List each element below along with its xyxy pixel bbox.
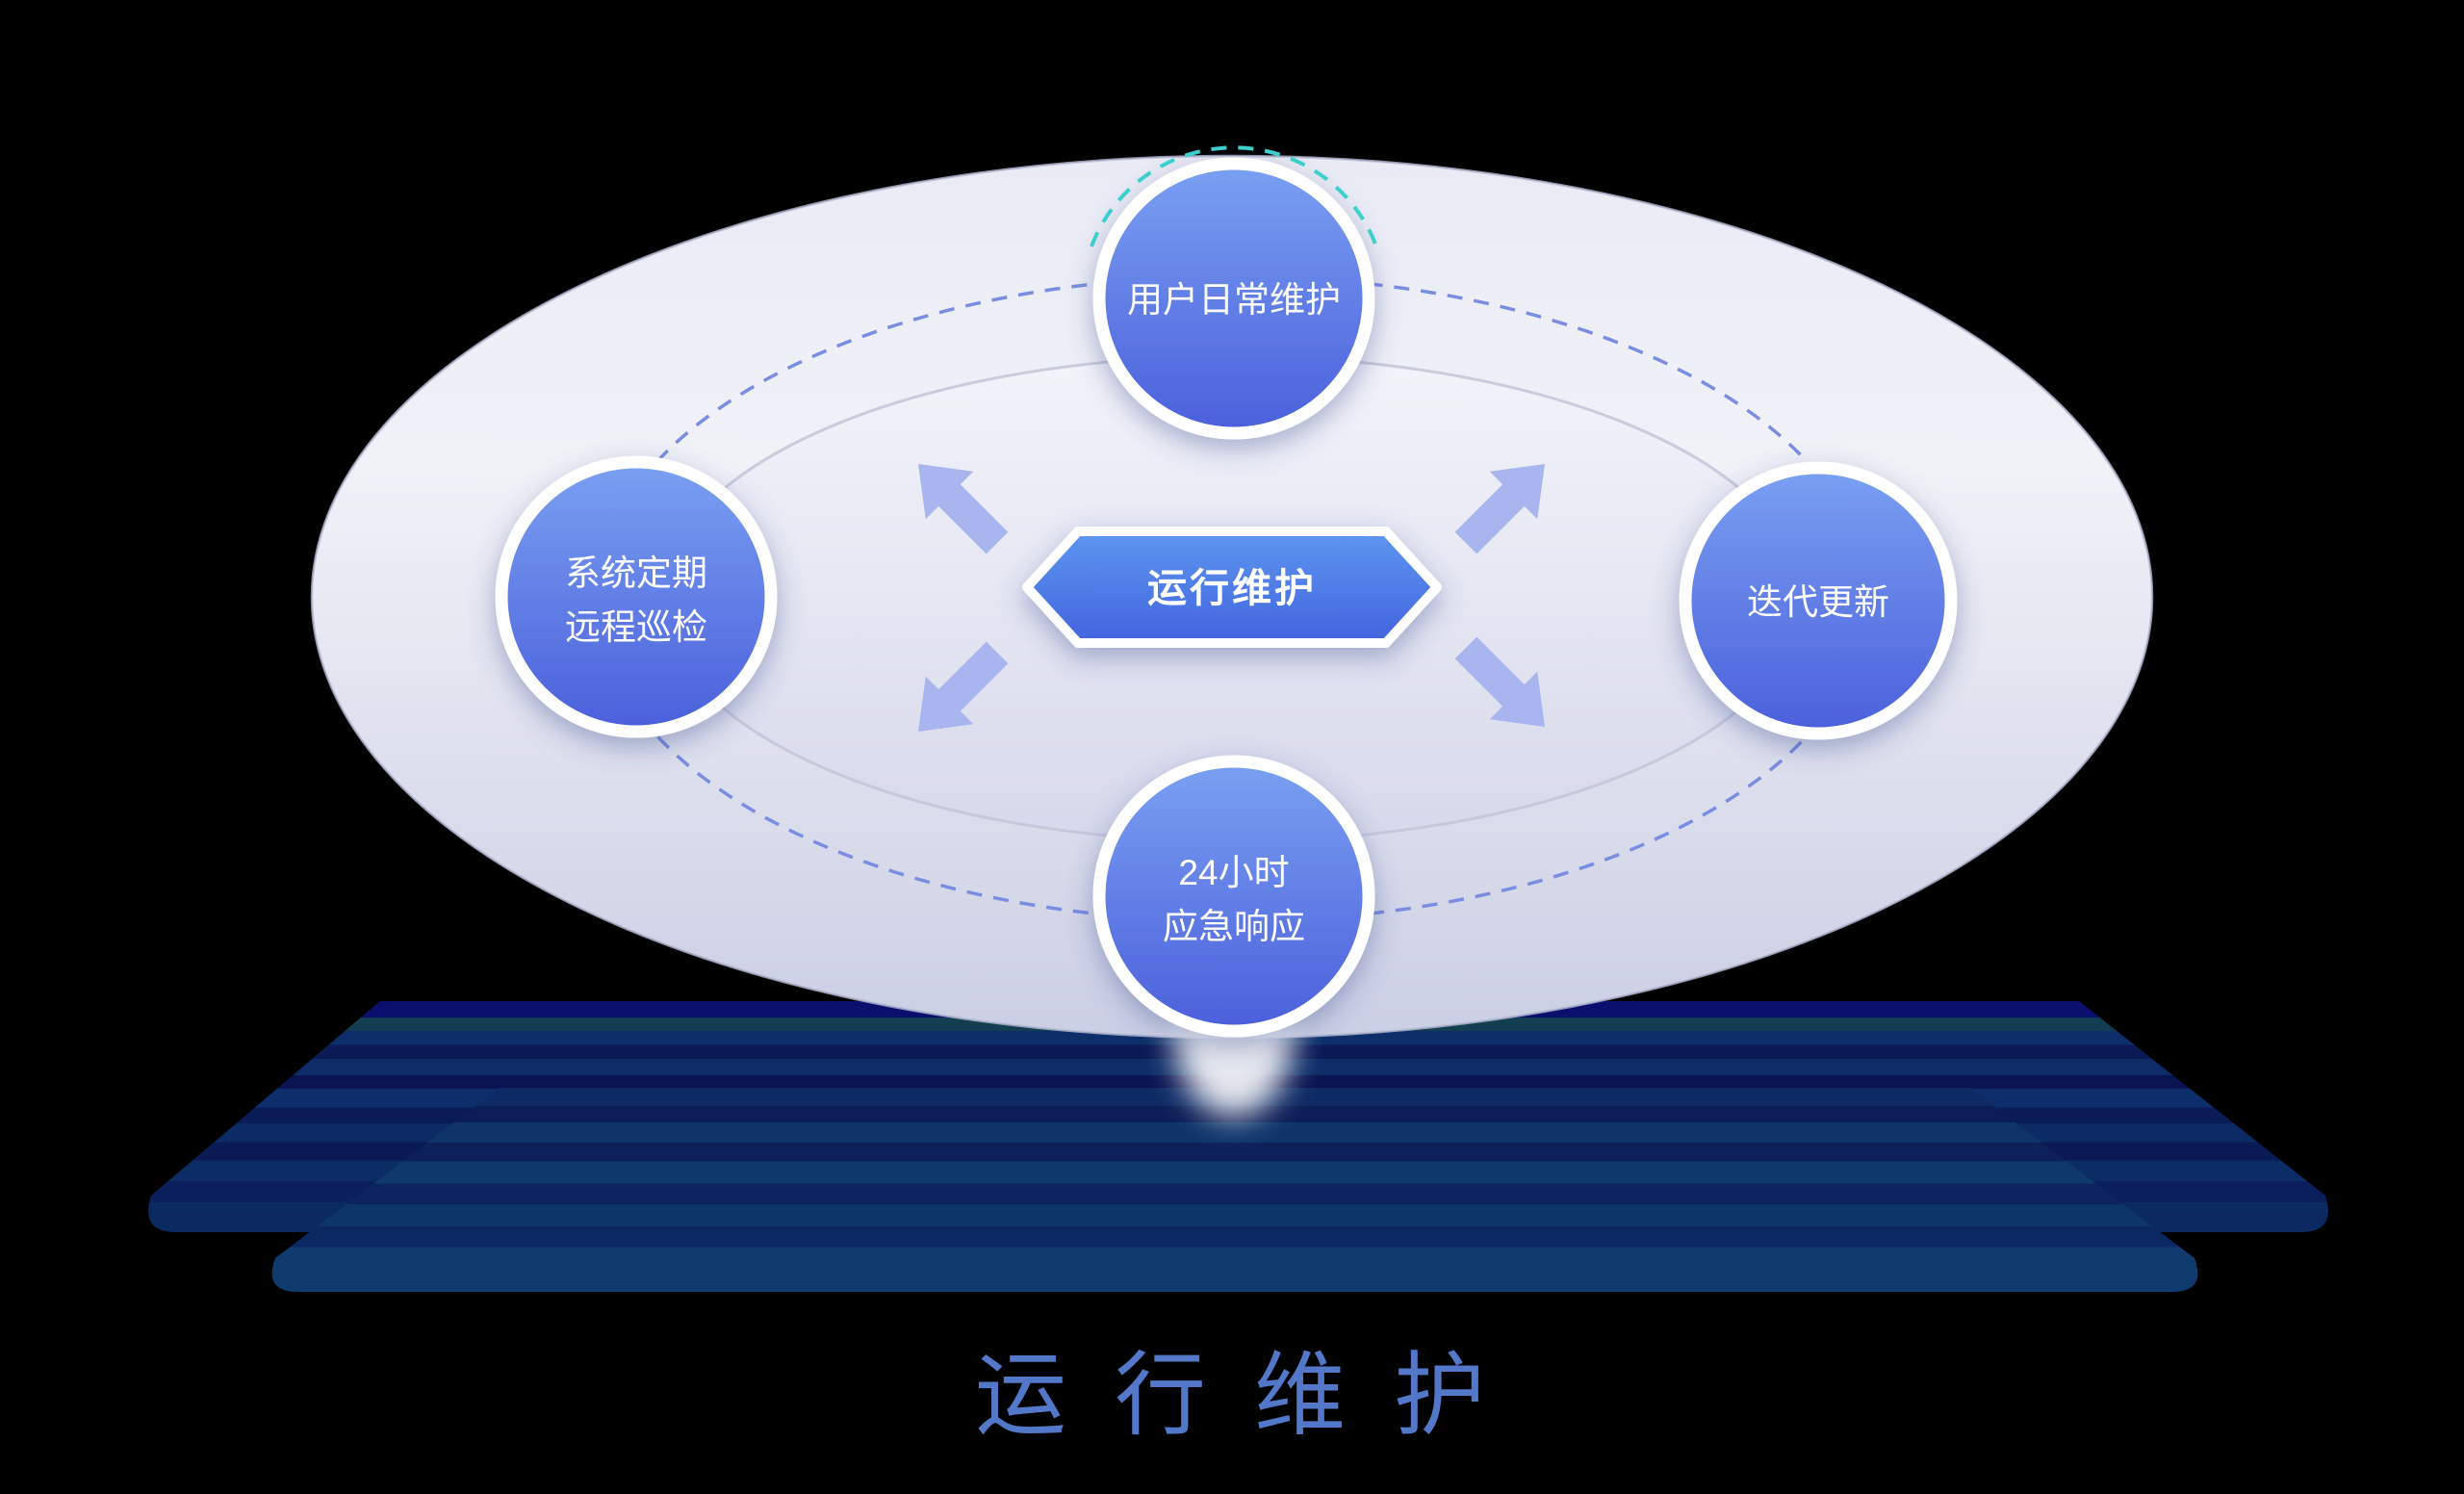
node-left: 系统定期 远程巡检 xyxy=(495,455,778,738)
node-bottom-circle xyxy=(1092,755,1375,1038)
node-left-label-line2: 远程巡检 xyxy=(565,607,707,647)
caption-title: 运行维护 xyxy=(975,1345,1533,1447)
node-right-label: 迭代更新 xyxy=(1747,582,1889,622)
center-node-hexagon xyxy=(1022,527,1442,648)
node-left-label-line1: 系统定期 xyxy=(565,554,707,593)
node-left-circle xyxy=(495,455,778,738)
node-right: 迭代更新 xyxy=(1679,461,1958,740)
platform-layer-front xyxy=(271,1088,2198,1292)
node-bottom-label-line1: 24小时 xyxy=(1178,853,1289,892)
node-top-label: 用户日常维护 xyxy=(1127,280,1341,320)
node-top: 用户日常维护 xyxy=(1092,157,1375,440)
center-node-label: 运行维护 xyxy=(1147,566,1317,610)
center-node: 运行维护 xyxy=(1022,527,1442,648)
node-bottom-label-line2: 应急响应 xyxy=(1163,907,1305,946)
teal-dashed-arc xyxy=(1090,145,1378,247)
node-right-circle xyxy=(1679,461,1958,740)
node-top-circle xyxy=(1092,157,1375,440)
node-bottom: 24小时 应急响应 xyxy=(1092,755,1375,1038)
